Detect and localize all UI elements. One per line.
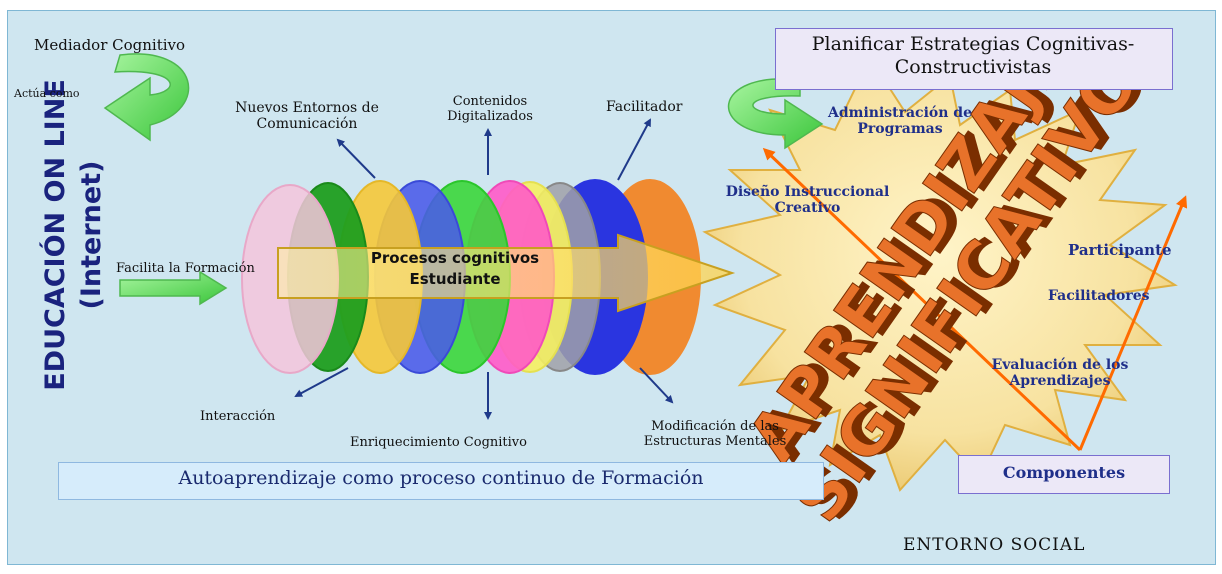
- label-facilita: Facilita la Formación: [116, 261, 255, 276]
- ray-modificacion: [639, 367, 674, 404]
- label-participante: Participante: [1068, 241, 1172, 259]
- label-actua: Actúa como: [14, 87, 80, 100]
- label-facilitador: Facilitador: [606, 99, 683, 115]
- procesos-big-arrow: [277, 233, 736, 313]
- label-mediador: Mediador Cognitivo: [34, 36, 186, 54]
- label-diseno: Diseño Instruccional Creativo: [725, 184, 890, 217]
- label-evaluacion: Evaluación de los Aprendizajes: [991, 357, 1129, 390]
- component-arrow-left: [762, 147, 1082, 452]
- facilitador-curved-arrow: [728, 78, 824, 150]
- mediador-curved-arrow: [103, 53, 190, 142]
- label-nuevos-entornos: Nuevos Entornos de Comunicación: [235, 100, 379, 133]
- label-planificar: Planificar Estrategias Cognitivas- Const…: [811, 33, 1135, 78]
- label-administracion: Administración de Programas: [827, 105, 972, 138]
- label-modificacion: Modificación de las Estructuras Mentales: [643, 419, 787, 449]
- facilita-straight-arrow: [119, 270, 228, 306]
- ray-interaccion: [294, 367, 349, 397]
- label-enriquecimiento: Enriquecimiento Cognitivo: [350, 435, 527, 450]
- component-arrow-right: [1078, 195, 1188, 451]
- planificar-box: [775, 28, 1173, 90]
- label-facilitadores: Facilitadores: [1048, 288, 1150, 304]
- aprendizaje-starburst: [702, 55, 1178, 492]
- blue-rays: [294, 118, 674, 420]
- label-contenidos: Contenidos Digitalizados: [447, 94, 533, 124]
- arrow-text-line2: Estudiante: [409, 270, 501, 288]
- label-autoaprendizaje: Autoaprendizaje como proceso continuo de…: [178, 467, 704, 489]
- arrow-text-line1: Procesos cognitivos: [370, 249, 540, 267]
- componentes-box: [958, 455, 1170, 494]
- label-componentes: Componentes: [1002, 463, 1126, 482]
- label-entorno-social: ENTORNO SOCIAL: [903, 535, 1086, 555]
- ray-facilitador: [617, 118, 651, 181]
- component-arrows: [762, 147, 1188, 452]
- autoaprendizaje-box: [58, 462, 824, 500]
- ray-nuevos-entornos: [336, 138, 376, 179]
- label-interaccion: Interacción: [200, 409, 276, 424]
